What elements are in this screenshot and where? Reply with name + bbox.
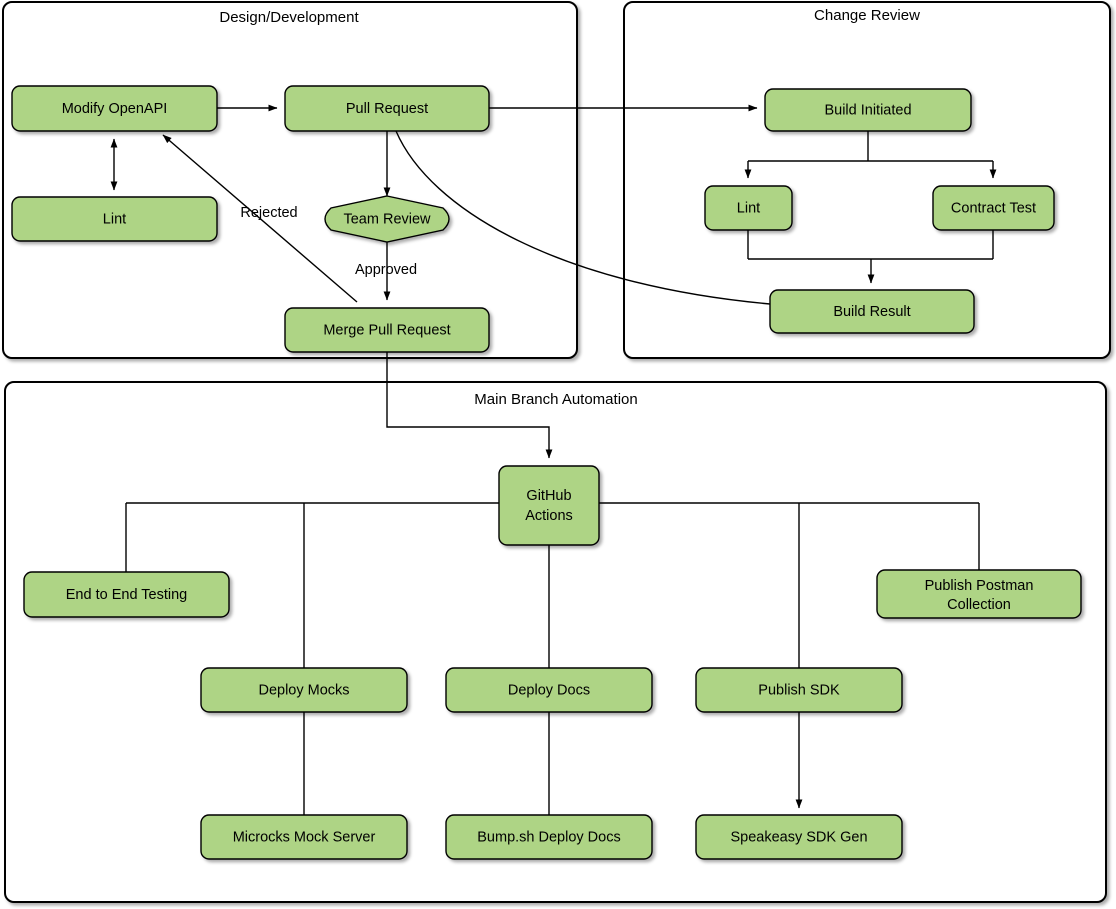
node-end-to-end-testing-label: End to End Testing: [66, 587, 187, 603]
node-bump-sh-deploy-docs-label: Bump.sh Deploy Docs: [477, 829, 620, 845]
panel-design-development: Design/Development: [2, 1, 578, 359]
node-build-initiated-shape[interactable]: [764, 88, 972, 132]
node-deploy-docs[interactable]: Deploy Docs: [445, 667, 653, 713]
panel-design-border: [2, 1, 578, 359]
node-lint-design-shape[interactable]: [11, 196, 218, 242]
node-lint-design-label: Lint: [103, 211, 126, 227]
node-build-initiated[interactable]: Build Initiated: [764, 88, 972, 132]
node-contract-test-label: Contract Test: [951, 200, 1036, 216]
node-microcks-mock-server-label: Microcks Mock Server: [233, 829, 376, 845]
panel-review-border: [623, 1, 1111, 359]
node-publish-sdk-label: Publish SDK: [758, 682, 840, 698]
node-deploy-docs-label: Deploy Docs: [508, 682, 590, 698]
node-modify-openapi-label: Modify OpenAPI: [62, 101, 168, 117]
node-build-result[interactable]: Build Result: [769, 289, 975, 334]
node-pull-request-label: Pull Request: [346, 101, 428, 117]
node-bump-sh-deploy-docs[interactable]: Bump.sh Deploy Docs: [445, 814, 653, 860]
node-publish-postman-collection[interactable]: Publish Postman Collection: [876, 569, 1082, 619]
node-contract-test-shape[interactable]: [932, 185, 1055, 231]
node-merge-pull-request-shape[interactable]: [284, 307, 490, 353]
node-team-review-shape[interactable]: [324, 195, 450, 243]
node-deploy-mocks[interactable]: Deploy Mocks: [200, 667, 408, 713]
node-github-actions[interactable]: GitHub Actions: [498, 465, 600, 546]
node-github-actions-label-line2: Actions: [525, 508, 573, 524]
panel-title-automation: Main Branch Automation: [474, 391, 637, 408]
node-team-review[interactable]: Team Review: [324, 195, 450, 243]
edge-label-rejected: Rejected: [240, 205, 297, 221]
edge-team-review-to-modify-openapi-rejected: [162, 134, 358, 303]
node-pull-request[interactable]: Pull Request: [284, 85, 490, 132]
node-speakeasy-sdk-gen[interactable]: Speakeasy SDK Gen: [695, 814, 903, 860]
node-merge-pull-request-label: Merge Pull Request: [323, 322, 450, 338]
node-end-to-end-testing[interactable]: End to End Testing: [23, 571, 230, 618]
node-github-actions-label-line1: GitHub: [526, 488, 571, 504]
node-speakeasy-sdk-gen-label: Speakeasy SDK Gen: [730, 829, 867, 845]
node-build-result-shape[interactable]: [769, 289, 975, 334]
node-microcks-mock-server-shape[interactable]: [200, 814, 408, 860]
node-team-review-label: Team Review: [343, 211, 431, 227]
node-bump-sh-deploy-docs-shape[interactable]: [445, 814, 653, 860]
edge-label-approved: Approved: [355, 262, 417, 278]
panel-main-branch-automation: Main Branch Automation: [4, 381, 1107, 903]
node-pull-request-shape[interactable]: [284, 85, 490, 132]
node-publish-postman-label-line1: Publish Postman: [925, 578, 1034, 594]
node-deploy-docs-shape[interactable]: [445, 667, 653, 713]
node-lint-review-shape[interactable]: [704, 185, 793, 231]
panel-title-review: Change Review: [814, 7, 920, 24]
node-publish-postman-label-line2: Collection: [947, 597, 1011, 613]
node-build-initiated-label: Build Initiated: [824, 102, 911, 118]
edge-pull-request-to-build-result: [395, 130, 771, 305]
node-end-to-end-testing-shape[interactable]: [23, 571, 230, 618]
node-github-actions-shape[interactable]: [498, 465, 600, 546]
panel-title-design: Design/Development: [219, 9, 359, 26]
edge-merge-to-github-actions: [386, 352, 553, 459]
node-modify-openapi[interactable]: Modify OpenAPI: [11, 85, 218, 132]
node-lint-design[interactable]: Lint: [11, 196, 218, 242]
node-microcks-mock-server[interactable]: Microcks Mock Server: [200, 814, 408, 860]
node-merge-pull-request[interactable]: Merge Pull Request: [284, 307, 490, 353]
node-lint-review-label: Lint: [737, 200, 760, 216]
panel-change-review: Change Review: [623, 1, 1111, 359]
node-build-result-label: Build Result: [833, 304, 910, 320]
panel-automation-border: [4, 381, 1107, 903]
node-publish-sdk[interactable]: Publish SDK: [695, 667, 903, 713]
node-speakeasy-sdk-gen-shape[interactable]: [695, 814, 903, 860]
node-contract-test[interactable]: Contract Test: [932, 185, 1055, 231]
node-modify-openapi-shape[interactable]: [11, 85, 218, 132]
node-publish-sdk-shape[interactable]: [695, 667, 903, 713]
node-deploy-mocks-shape[interactable]: [200, 667, 408, 713]
node-lint-review[interactable]: Lint: [704, 185, 793, 231]
node-publish-postman-shape[interactable]: [876, 569, 1082, 619]
node-deploy-mocks-label: Deploy Mocks: [258, 682, 349, 698]
